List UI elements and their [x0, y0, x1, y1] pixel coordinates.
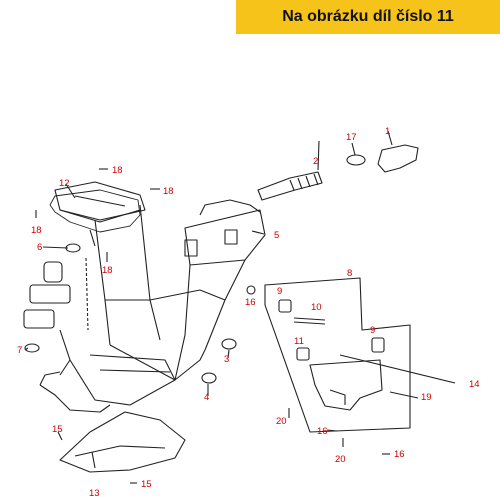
callout-5: 5: [274, 230, 279, 241]
callout-10: 10: [311, 302, 322, 313]
underguard: [59, 411, 186, 473]
callout-13: 13: [89, 488, 100, 499]
guide-line: [85, 257, 89, 331]
intake-hose: [257, 171, 323, 201]
callout-18b: 18: [163, 186, 174, 197]
callout-4: 4: [204, 392, 209, 403]
callout-18a: 18: [112, 165, 123, 176]
callout-18c: 18: [31, 225, 42, 236]
callout-6: 6: [37, 242, 42, 253]
callout-15b: 15: [141, 479, 152, 490]
callout-20a: 20: [276, 416, 287, 427]
bushing-right: [371, 337, 385, 353]
callout-3: 3: [224, 354, 229, 365]
seat-bracket: [49, 189, 141, 233]
callout-19: 19: [421, 392, 432, 403]
callout-15a: 15: [52, 424, 63, 435]
bushing-11: [296, 347, 310, 361]
engine-mount-group-box: [264, 277, 411, 433]
callout-16b: 16: [317, 426, 328, 437]
callout-20b: 20: [335, 454, 346, 465]
long-bolt: [339, 354, 456, 384]
callout-18d: 18: [102, 265, 113, 276]
main-frame: [39, 181, 266, 413]
callout-labels: 1 2 3 4 5 6 7 8 9 9 10 11 12 13 14 15 15…: [17, 126, 480, 499]
callout-16a: 16: [245, 297, 256, 308]
callout-2: 2: [313, 156, 318, 167]
callout-7: 7: [17, 345, 22, 356]
air-boot: [377, 144, 419, 173]
callout-8: 8: [347, 268, 352, 279]
callout-16c: 16: [394, 449, 405, 460]
part-number-banner: Na obrázku díl číslo 11: [236, 0, 500, 34]
grommet: [221, 338, 237, 350]
bushing: [201, 372, 217, 384]
callout-9b: 9: [370, 325, 375, 336]
callout-14: 14: [469, 379, 480, 390]
bushing-left: [278, 299, 292, 313]
clamp: [346, 154, 366, 166]
engine-hanger: [309, 359, 383, 411]
steering-head-parts: [23, 243, 81, 353]
callout-12: 12: [59, 178, 70, 189]
bracket-leg: [89, 229, 96, 247]
callout-9a: 9: [277, 286, 282, 297]
callout-1: 1: [385, 126, 390, 137]
callout-11: 11: [294, 336, 304, 347]
callout-17: 17: [346, 132, 357, 143]
